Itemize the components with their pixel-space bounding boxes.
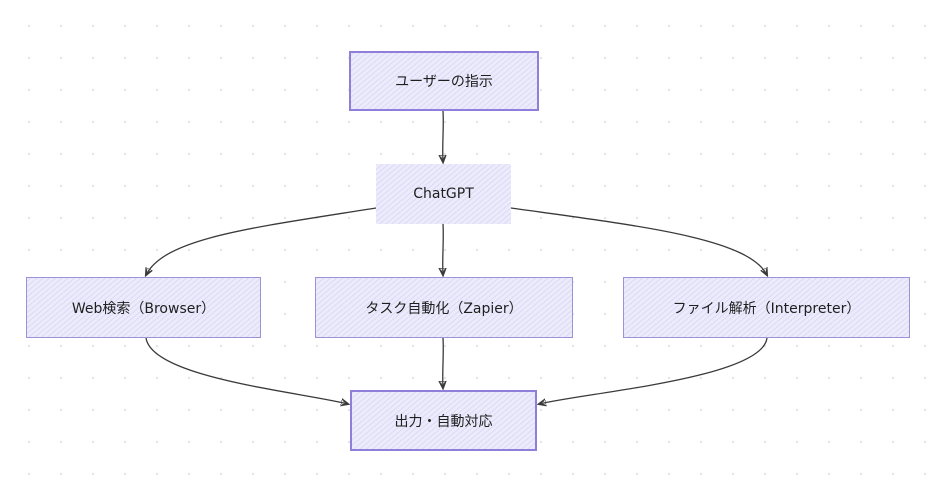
node-web-search-label: Web検索（Browser） — [71, 300, 216, 317]
node-chatgpt-label: ChatGPT — [413, 186, 474, 202]
node-user-instruction: ユーザーの指示 — [349, 51, 539, 111]
node-output-label: 出力・自動対応 — [394, 413, 493, 430]
edge-chat-to-task — [443, 223, 444, 275]
edge-web-to-out — [145, 337, 348, 404]
node-chatgpt: ChatGPT — [376, 164, 511, 224]
edge-top-to-chat — [443, 110, 444, 162]
node-file-analysis: ファイル解析（Interpreter） — [623, 277, 910, 338]
node-user-instruction-label: ユーザーの指示 — [395, 74, 493, 90]
node-file-analysis-label: ファイル解析（Interpreter） — [672, 300, 861, 317]
edge-chat-to-web — [146, 207, 377, 275]
edge-file-to-out — [539, 337, 768, 404]
node-output: 出力・自動対応 — [350, 390, 537, 451]
node-task-automation-label: タスク自動化（Zapier） — [365, 300, 523, 317]
edge-chat-to-file — [510, 207, 767, 275]
node-web-search: Web検索（Browser） — [26, 277, 261, 338]
node-task-automation: タスク自動化（Zapier） — [315, 277, 573, 338]
edge-task-to-out — [443, 337, 444, 388]
